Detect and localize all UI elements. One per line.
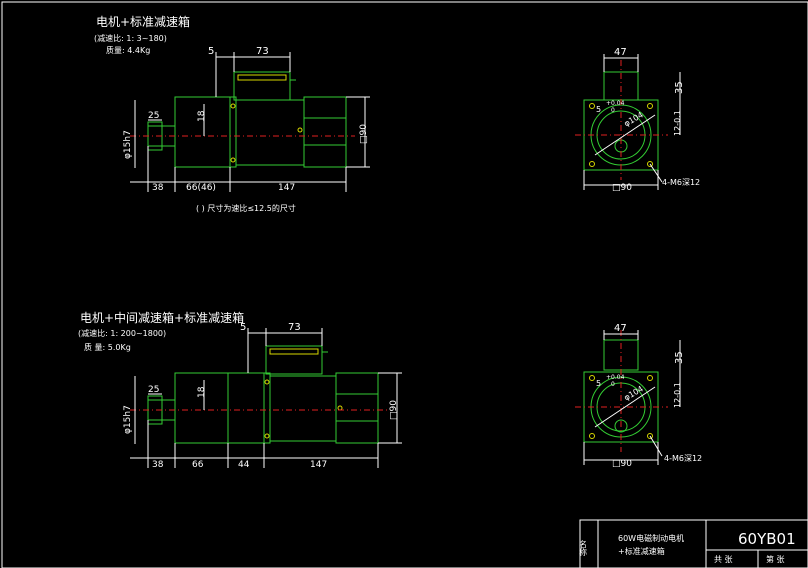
side2-dim-12: 12-0.1 xyxy=(673,382,682,408)
view2-dim-44: 44 xyxy=(238,460,250,470)
view2-ratio: (减速比: 1: 200~1800) xyxy=(78,328,166,338)
view1-dim-66: 66(46) xyxy=(186,183,216,193)
view1-gearbox xyxy=(303,96,347,168)
view2-dim-73: 73 xyxy=(288,322,301,333)
side2-sq90: □90 xyxy=(612,459,632,469)
side1-tol: +0.04 xyxy=(606,100,625,107)
view1-ratio: (减速比: 1: 3~180) xyxy=(94,33,167,43)
view2-dim-25: 25 xyxy=(148,385,159,395)
view1-terminal-box xyxy=(233,71,291,101)
view2-dim-147: 147 xyxy=(310,460,327,470)
view2-dim-66: 66 xyxy=(192,460,204,470)
view1-title: 电机+标准减速箱 xyxy=(96,14,190,29)
side2-dim-35: 35 xyxy=(674,351,685,364)
title-desc1: 60W电磁制动电机 xyxy=(618,533,684,543)
side2-view: 47 35 5 +0.04 0 12-0.1 φ104 4-M6深12 □90 xyxy=(575,323,702,469)
view1-dim-73: 73 xyxy=(256,46,269,57)
view1-front: 电机+标准减速箱 (减速比: 1: 3~180) 质量: 4.4Kg 5 73 … xyxy=(94,14,370,213)
view2-mid-gearbox xyxy=(227,372,265,444)
side2-dim-104: φ104 xyxy=(623,384,645,402)
side2-tol: +0.04 xyxy=(606,374,625,381)
side1-tol0: 0 xyxy=(611,107,615,114)
view1-motor-body xyxy=(174,96,231,168)
view1-weight: 质量: 4.4Kg xyxy=(106,45,150,55)
side1-dim-104: φ104 xyxy=(623,110,645,128)
title-code: 60YB01 xyxy=(738,530,796,548)
side1-dim-12: 12-0.1 xyxy=(673,110,682,136)
title-block: 名称 60W电磁制动电机 +标准减速箱 60YB01 共 张 第 张 xyxy=(579,519,808,568)
view2-title: 电机+中间减速箱+标准减速箱 xyxy=(80,310,244,325)
view2-dim-sq90: □90 xyxy=(389,400,399,420)
view1-dim-147: 147 xyxy=(278,183,295,193)
view2-front: 电机+中间减速箱+标准减速箱 (减速比: 1: 200~1800) 质 量: 5… xyxy=(78,310,402,470)
side2-tol0: 0 xyxy=(611,381,615,388)
view1-dim-sq90: □90 xyxy=(359,124,369,144)
side1-dim-35: 35 xyxy=(674,81,685,94)
title-sheet: 第 张 xyxy=(766,554,785,564)
view1-brake-body xyxy=(235,99,305,166)
view2-dim-18: 18 xyxy=(197,386,207,398)
title-desc2: +标准减速箱 xyxy=(618,546,665,556)
view1-dim-25: 25 xyxy=(148,111,159,121)
view1-dim-38: 38 xyxy=(152,183,164,193)
view2-dim-5: 5 xyxy=(240,322,246,333)
view2-terminal-box xyxy=(265,345,323,375)
title-name-label: 名称 xyxy=(579,539,588,557)
side2-dim-5: 5 xyxy=(596,379,601,388)
view1-dim-18: 18 xyxy=(197,110,207,122)
view1-note: ( ) 尺寸为速比≤12.5的尺寸 xyxy=(196,203,296,213)
side2-holes: 4-M6深12 xyxy=(664,454,702,463)
view1-dim-shaft: φ15h7 xyxy=(123,130,133,159)
view2-brake-body xyxy=(269,375,337,442)
side1-dim-47: 47 xyxy=(614,47,627,58)
view2-dim-38: 38 xyxy=(152,460,164,470)
view2-motor-body xyxy=(174,372,229,444)
title-total: 共 张 xyxy=(714,555,733,564)
view1-dim-5: 5 xyxy=(208,46,214,57)
side1-sq90: □90 xyxy=(612,183,632,193)
side1-holes: 4-M6深12 xyxy=(662,178,700,187)
view2-gearbox xyxy=(335,372,379,444)
side1-view: 47 35 5 +0.04 0 12-0.1 φ104 4-M6深12 □90 xyxy=(575,47,700,193)
view2-dim-shaft: φ15h7 xyxy=(123,405,133,434)
side1-dim-5: 5 xyxy=(596,105,601,114)
side2-dim-47: 47 xyxy=(614,323,627,334)
view2-weight: 质 量: 5.0Kg xyxy=(84,342,131,352)
